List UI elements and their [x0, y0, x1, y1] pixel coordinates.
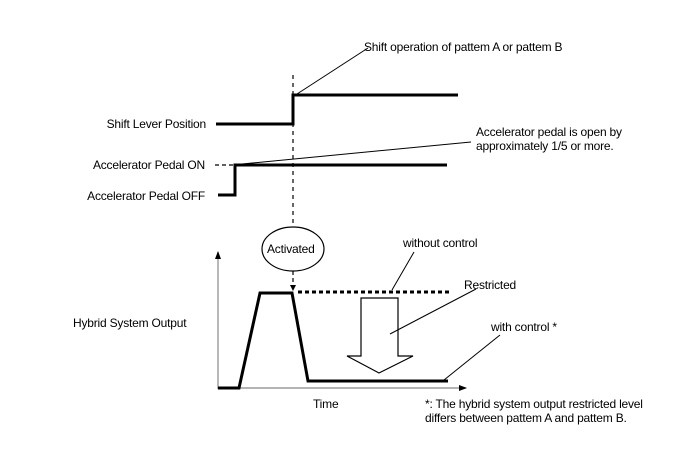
without-control-label: without control — [403, 236, 478, 250]
restriction-arrow — [346, 297, 414, 374]
time-axis-label: Time — [313, 397, 339, 411]
accelerator-pedal-on-label: Accelerator Pedal ON — [92, 158, 205, 172]
shift-operation-label: Shift operation of pattem A or pattem B — [364, 40, 563, 54]
activated-label: Activated — [267, 242, 315, 256]
hybrid-output-with-control — [218, 291, 448, 390]
accel-open-label-line1: Accelerator pedal is open by — [476, 125, 622, 139]
shift-operation-leader — [296, 47, 369, 95]
accelerator-pedal-off-label: Accelerator Pedal OFF — [87, 189, 205, 203]
accelerator-pedal-signal — [218, 163, 447, 197]
shift-lever-signal — [216, 93, 458, 126]
restricted-label: Restricted — [464, 278, 517, 292]
restricted-leader — [389, 288, 477, 335]
accel-open-leader — [241, 141, 472, 165]
with-control-label: with control * — [491, 320, 557, 334]
activated-ellipse — [261, 226, 325, 272]
without-control-leader — [391, 251, 415, 291]
hybrid-system-output-label: Hybrid System Output — [73, 316, 187, 330]
with-control-leader — [443, 334, 501, 381]
footnote-line2: differs between pattem A and pattem B. — [425, 411, 627, 425]
accel-open-label-line2: approximately 1/5 or more. — [476, 139, 614, 153]
shift-lever-position-label: Shift Lever Position — [106, 117, 207, 131]
footnote-line1: *: The hybrid system output restricted l… — [425, 397, 643, 411]
